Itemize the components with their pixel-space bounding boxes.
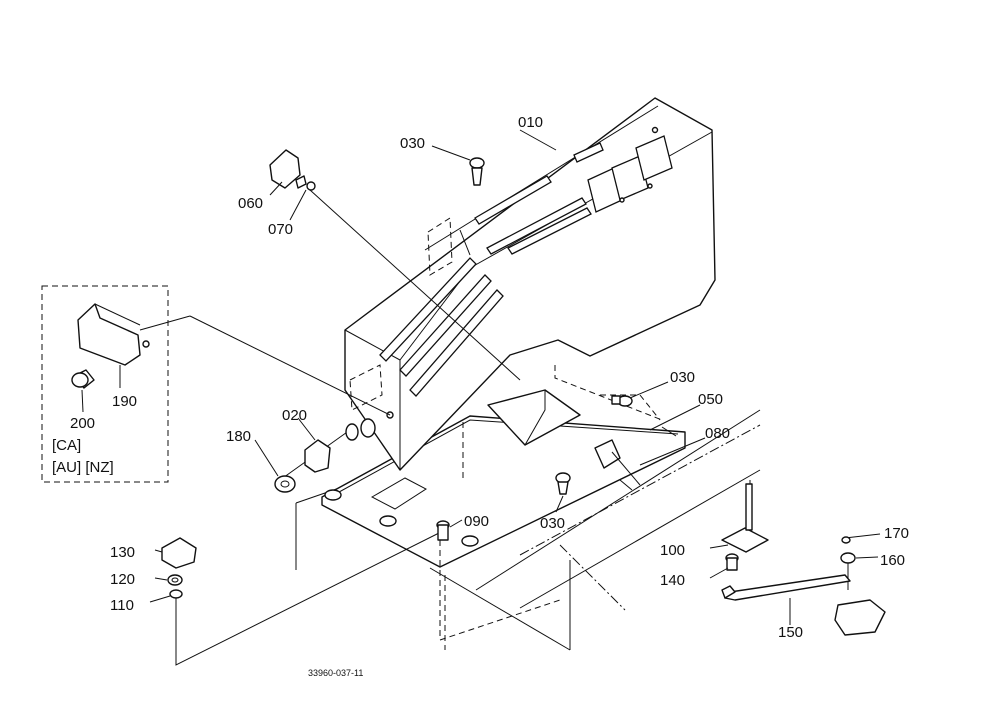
rod-150 — [721, 574, 886, 636]
bolt-030-right — [611, 395, 633, 407]
pin-140 — [725, 553, 739, 571]
pin-170 — [841, 533, 881, 544]
label-120: 120 — [110, 571, 135, 588]
cap-180 — [274, 475, 296, 493]
label-140: 140 — [660, 572, 685, 589]
label-090: 090 — [464, 513, 489, 530]
label-020: 020 — [282, 407, 307, 424]
label-010: 010 — [518, 114, 543, 131]
label-030-bottom: 030 — [540, 515, 565, 532]
washer-120 — [167, 574, 183, 586]
label-070: 070 — [268, 221, 293, 238]
machine-frame-outline — [295, 409, 761, 651]
label-130: 130 — [110, 544, 135, 561]
callout-leaders — [81, 129, 879, 625]
label-region-ca: [CA] — [52, 437, 81, 454]
label-030-right: 030 — [670, 369, 695, 386]
label-180: 180 — [226, 428, 251, 445]
bolt-030-bottom — [555, 472, 571, 495]
switch-050 — [594, 439, 641, 491]
label-170: 170 — [884, 525, 909, 542]
callout-labels: 010 030 060 070 030 050 080 030 090 020 … — [52, 114, 909, 678]
washer-160 — [840, 552, 856, 564]
label-150: 150 — [778, 624, 803, 641]
grommet-020 — [304, 418, 376, 473]
label-050: 050 — [698, 391, 723, 408]
region-box — [41, 285, 169, 483]
washer-110 — [169, 589, 183, 599]
label-region-au-nz: [AU] [NZ] — [52, 459, 114, 476]
knob-060 — [269, 149, 316, 191]
label-160: 160 — [880, 552, 905, 569]
knob-130 — [161, 537, 197, 569]
assembly-lines — [139, 189, 849, 666]
label-060: 060 — [238, 195, 263, 212]
label-100: 100 — [660, 542, 685, 559]
panel-housing — [344, 97, 716, 471]
label-030-top: 030 — [400, 135, 425, 152]
label-190: 190 — [112, 393, 137, 410]
bracket-100 — [721, 483, 769, 553]
stud-090 — [436, 520, 450, 541]
drawing-number: 33960-037-11 — [308, 668, 363, 678]
label-080: 080 — [705, 425, 730, 442]
label-110: 110 — [110, 597, 134, 614]
bolt-030-top — [469, 157, 485, 186]
label-200: 200 — [70, 415, 95, 432]
